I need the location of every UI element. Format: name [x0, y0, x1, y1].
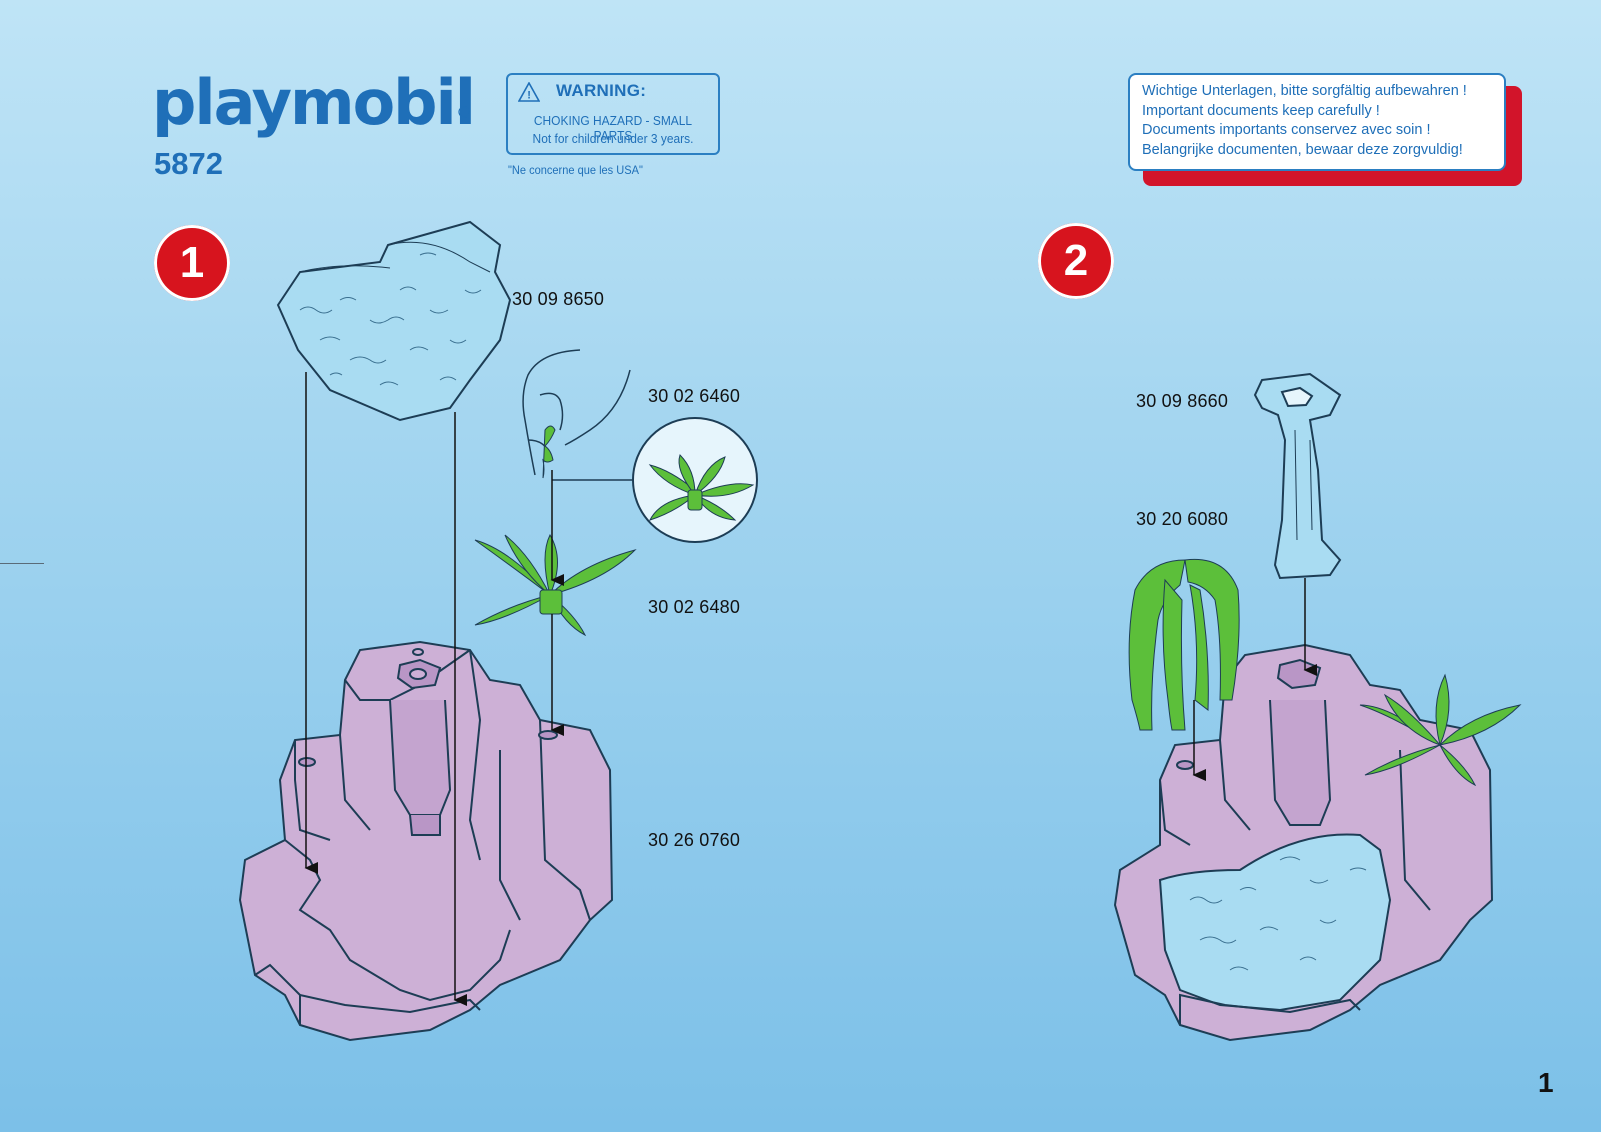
- part-label-water-plate: 30 09 8650: [512, 289, 605, 309]
- rock-base-part: [238, 640, 614, 1042]
- placed-fern: [1359, 673, 1522, 787]
- plant-detail-circle: [632, 417, 758, 543]
- part-label-rock-base: 30 26 0760: [648, 830, 741, 850]
- usa-note: "Ne concerne que les USA": [508, 163, 643, 177]
- warning-title: WARNING:: [556, 81, 647, 100]
- part-label-sprig: 30 02 6460: [648, 386, 741, 406]
- assembled-rock-base: [1113, 643, 1494, 1042]
- part-label-palm: 30 20 6080: [1136, 509, 1229, 529]
- page-number: 1: [1538, 1067, 1554, 1098]
- plant-sprig-part: [542, 425, 556, 479]
- water-plate-part: [276, 220, 512, 422]
- notice-line-fr: Documents importants conservez avec soin…: [1142, 122, 1431, 138]
- part-label-fern: 30 02 6480: [648, 597, 741, 617]
- notice-line-en: Important documents keep carefully !: [1142, 102, 1380, 119]
- model-number: 5872: [154, 146, 223, 181]
- water-column-part: [1253, 372, 1342, 580]
- documents-notice: Wichtige Unterlagen, bitte sorgfältig au…: [1128, 73, 1506, 171]
- notice-line-de: Wichtige Unterlagen, bitte sorgfältig au…: [1142, 83, 1467, 99]
- warning-triangle-icon: !: [518, 82, 540, 102]
- playmobil-logo: playmobil: [152, 62, 476, 142]
- step-2-badge: 2: [1038, 223, 1114, 299]
- warning-choking-text: CHOKING HAZARD - SMALL PARTS: [533, 113, 693, 143]
- part-label-column: 30 09 8660: [1136, 391, 1229, 411]
- warning-age-text: Not for children under 3 years.: [532, 131, 694, 146]
- fern-part: [474, 533, 637, 637]
- fold-mark: [0, 563, 44, 564]
- notice-line-nl: Belangrijke documenten, bewaar deze zorg…: [1142, 141, 1463, 158]
- hand-illustration: [522, 349, 631, 476]
- warning-box: ! WARNING: CHOKING HAZARD - SMALL PARTS …: [506, 73, 720, 155]
- svg-text:!: !: [527, 90, 531, 102]
- step-1-badge: 1: [154, 225, 230, 301]
- palm-part: [1128, 558, 1240, 731]
- logo-wordmark: playmobil: [152, 66, 472, 139]
